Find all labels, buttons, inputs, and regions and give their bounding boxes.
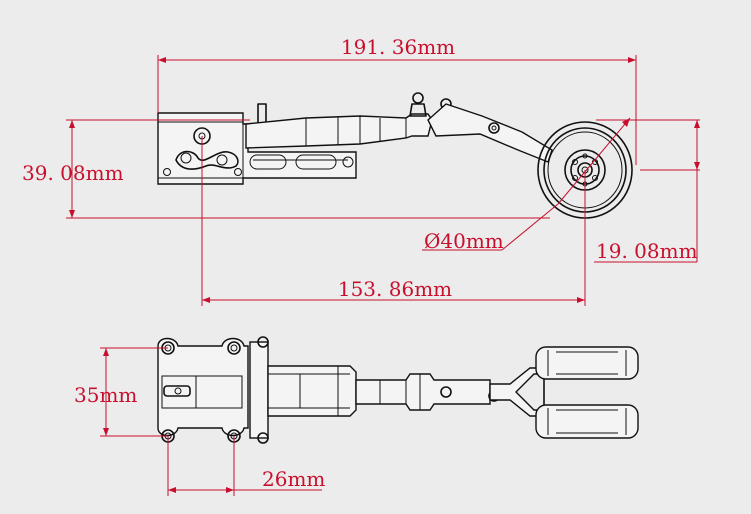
side-slot-2 — [295, 154, 337, 170]
side-strut — [245, 113, 433, 149]
dim-wheel-offset: 19. 08mm — [596, 239, 698, 263]
side-slot-1 — [249, 154, 287, 170]
top-dimensions: 35mm 26mm — [74, 347, 325, 496]
side-upper-lug — [257, 103, 267, 125]
top-servo-slot — [163, 385, 191, 397]
side-trailing-link — [427, 103, 553, 163]
top-wheel-upper — [535, 346, 639, 380]
side-cam-slot — [175, 150, 239, 170]
dim-total-length: 191. 36mm — [341, 35, 455, 59]
dim-mount-spacing: 26mm — [262, 467, 325, 491]
dim-wheel-diameter: Ø40mm — [424, 229, 504, 253]
top-strut — [355, 373, 491, 411]
top-view — [157, 336, 639, 444]
side-dimensions: 191. 36mm 39. 08mm 19. 08mm Ø40mm 153. 8… — [22, 35, 700, 306]
dim-pivot-to-axle: 153. 86mm — [338, 277, 452, 301]
dim-height: 39. 08mm — [22, 161, 124, 185]
side-view — [157, 92, 633, 219]
side-knuckle-pin — [412, 92, 424, 104]
dim-mount-width: 35mm — [74, 383, 137, 407]
dim-line-wheel-diameter — [501, 203, 559, 251]
top-wheel-lower — [535, 404, 639, 439]
top-side-lugs — [249, 341, 269, 439]
top-fork — [267, 365, 357, 417]
